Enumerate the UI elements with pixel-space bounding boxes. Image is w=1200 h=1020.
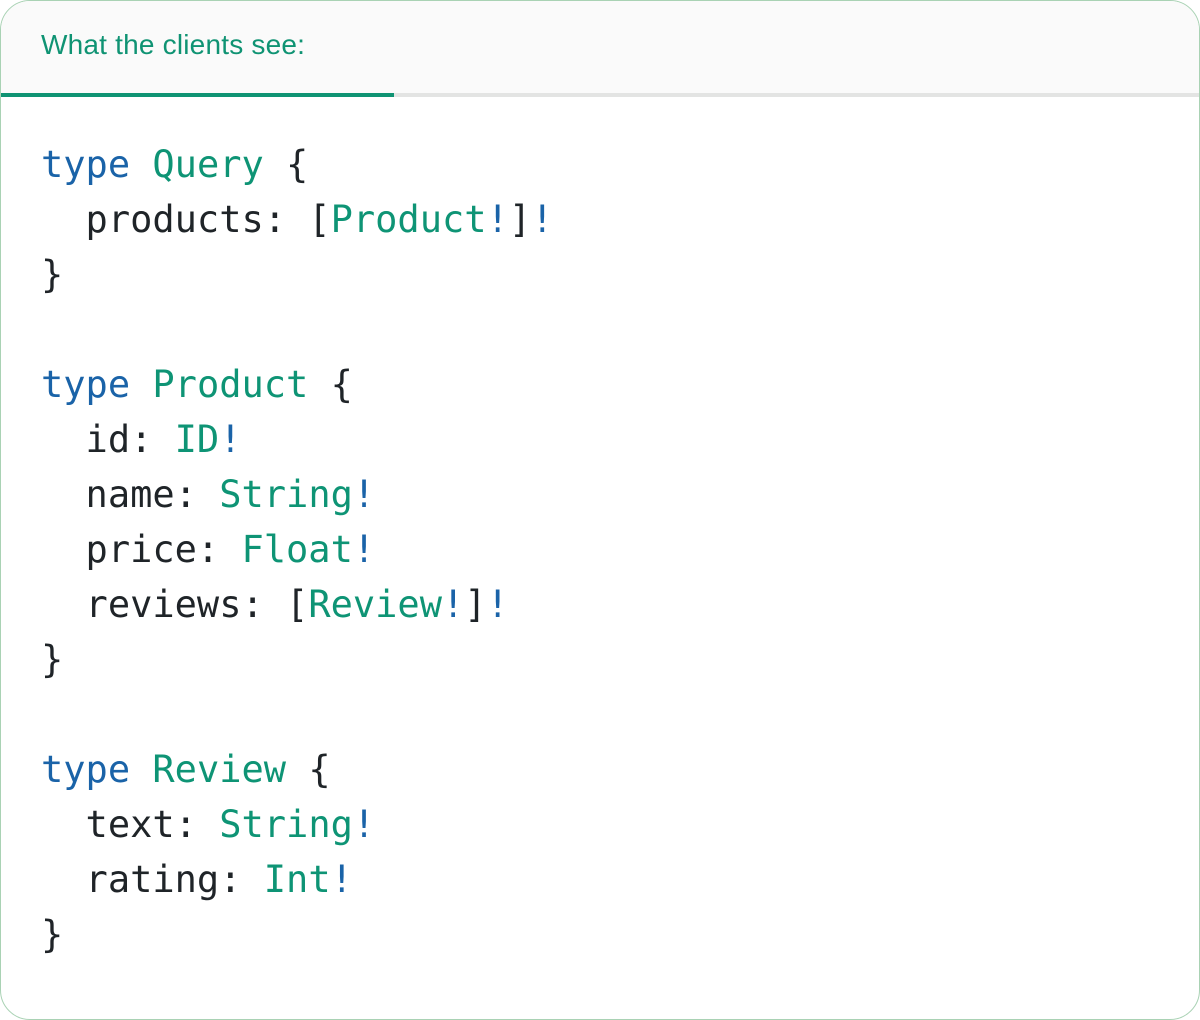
code-line: type Product { xyxy=(41,357,1199,412)
code-token: Product xyxy=(330,198,487,241)
code-line: rating: Int! xyxy=(41,852,1199,907)
code-token: Review xyxy=(152,748,287,791)
code-token: Product xyxy=(152,363,309,406)
code-token: } xyxy=(41,253,64,296)
code-line: price: Float! xyxy=(41,522,1199,577)
code-token: Float xyxy=(241,528,353,571)
code-token: type xyxy=(41,748,131,791)
code-line: text: String! xyxy=(41,797,1199,852)
code-token: ! xyxy=(352,473,376,516)
code-line: } xyxy=(41,907,1199,962)
code-token: ! xyxy=(352,803,376,846)
code-token: Query xyxy=(152,143,264,186)
code-line: name: String! xyxy=(41,467,1199,522)
code-line: products: [Product!]! xyxy=(41,192,1199,247)
code-line: reviews: [Review!]! xyxy=(41,577,1199,632)
code-token: String xyxy=(219,473,353,516)
code-line: } xyxy=(41,247,1199,302)
code-line: type Review { xyxy=(41,742,1199,797)
code-token: text: xyxy=(41,803,220,846)
code-token: reviews: [ xyxy=(41,583,309,626)
code-token: type xyxy=(41,363,131,406)
tab-label: What the clients see: xyxy=(41,29,306,60)
code-token: ! xyxy=(219,418,242,461)
code-token: { xyxy=(308,363,353,406)
code-line: id: ID! xyxy=(41,412,1199,467)
code-token: ! xyxy=(330,858,353,901)
code-token: { xyxy=(286,748,331,791)
code-token: ] xyxy=(464,583,487,626)
code-token xyxy=(130,748,152,791)
code-token: ! xyxy=(531,198,554,241)
code-token: ! xyxy=(441,583,465,626)
code-line xyxy=(41,687,1199,742)
code-token: ! xyxy=(486,583,509,626)
code-token xyxy=(130,363,152,406)
code-token: price: xyxy=(41,528,242,571)
code-token: ] xyxy=(508,198,532,241)
active-tab-underline xyxy=(1,93,394,97)
code-line: type Query { xyxy=(41,137,1199,192)
code-token: String xyxy=(219,803,353,846)
code-token: { xyxy=(263,143,309,186)
code-token: type xyxy=(41,143,131,186)
code-token: rating: xyxy=(41,858,264,901)
code-token: ! xyxy=(486,198,509,241)
tab-bar: What the clients see: xyxy=(1,1,1199,97)
code-token: products: [ xyxy=(41,198,331,241)
code-token: } xyxy=(41,913,64,956)
code-token: ! xyxy=(352,528,376,571)
code-token: id: xyxy=(41,418,175,461)
code-token: name: xyxy=(41,473,220,516)
code-token: ID xyxy=(174,418,220,461)
code-token: Int xyxy=(263,858,331,901)
code-token: Review xyxy=(308,583,442,626)
code-token xyxy=(130,143,152,186)
code-line: } xyxy=(41,632,1199,687)
code-block: type Query { products: [Product!]!} type… xyxy=(41,137,1199,962)
code-token: } xyxy=(41,638,64,681)
code-line xyxy=(41,302,1199,357)
tab-what-clients-see[interactable]: What the clients see: xyxy=(1,1,394,97)
